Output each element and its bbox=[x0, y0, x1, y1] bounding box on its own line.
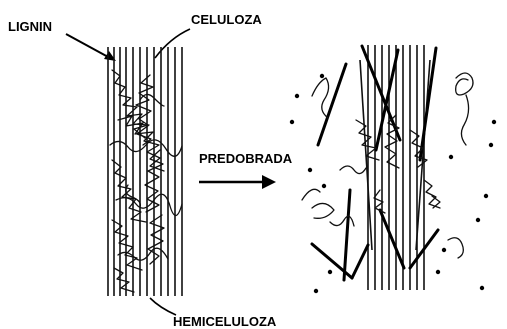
lignin-hemicellulose-tangle bbox=[110, 70, 182, 292]
disrupted-fiber-structure bbox=[290, 45, 496, 293]
hemiceluloza-pointer-line bbox=[150, 298, 176, 315]
predobrada-label: PREDOBRADA bbox=[199, 151, 293, 166]
predobrada-arrow bbox=[199, 175, 276, 189]
hemiceluloza-label: HEMICELULOZA bbox=[173, 314, 277, 329]
lignin-label: LIGNIN bbox=[8, 19, 52, 34]
intact-fiber-bundle bbox=[108, 47, 182, 296]
celuloza-label: CELULOZA bbox=[191, 12, 262, 27]
solubilized-particles bbox=[290, 74, 496, 293]
